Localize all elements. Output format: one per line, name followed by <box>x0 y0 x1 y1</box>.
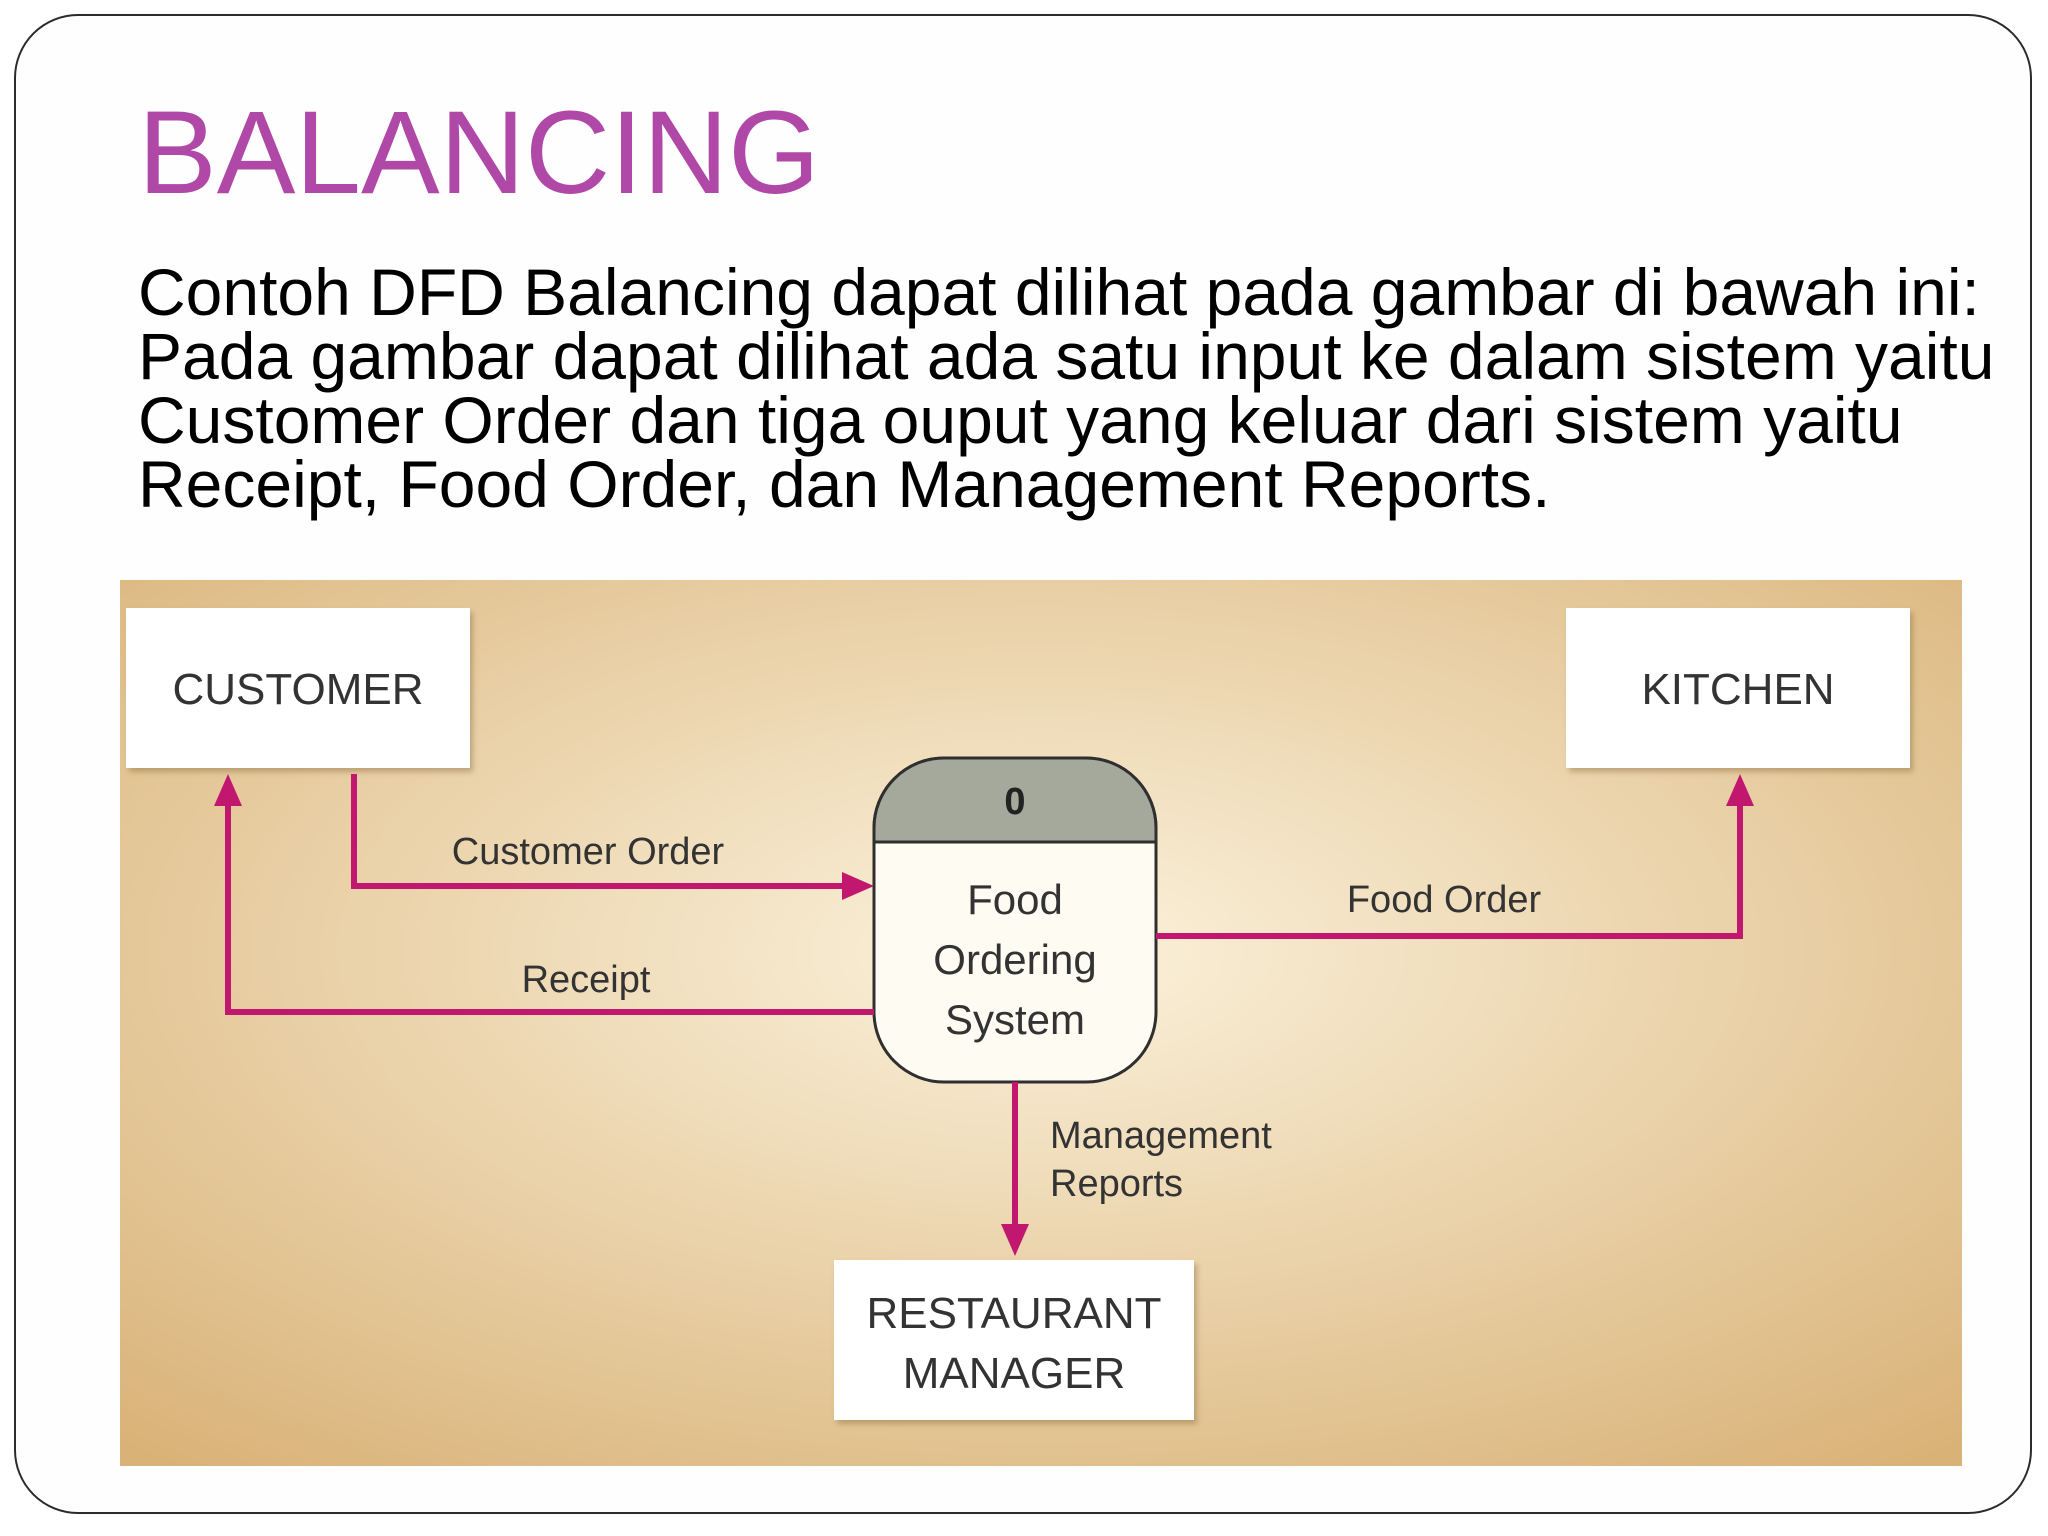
flow-customer-order: Customer Order <box>351 774 874 900</box>
flow-management-reports: Management Reports <box>1001 1082 1272 1256</box>
flow-receipt: Receipt <box>214 774 874 1015</box>
slide-title: BALANCING <box>138 87 820 219</box>
flow-customer-order-arrowhead <box>842 872 874 900</box>
entity-customer-box <box>126 608 470 768</box>
entity-restaurant-manager: RESTAURANT MANAGER <box>834 1260 1194 1420</box>
entity-manager-label-line1: RESTAURANT <box>867 1289 1162 1338</box>
process-header <box>872 756 1158 844</box>
flow-customer-order-label: Customer Order <box>452 831 725 873</box>
entity-manager-box <box>834 1260 1194 1420</box>
entity-kitchen-label: KITCHEN <box>1641 665 1834 714</box>
flow-food-order-label: Food Order <box>1347 879 1542 921</box>
flow-receipt-line <box>225 790 874 1015</box>
entity-kitchen: KITCHEN <box>1566 608 1910 768</box>
entity-customer-label: CUSTOMER <box>173 665 424 714</box>
flow-receipt-arrowhead <box>214 774 242 806</box>
process-id: 0 <box>1004 781 1025 823</box>
slide-body-text: Contoh DFD Balancing dapat dilihat pada … <box>138 255 1995 521</box>
flow-customer-order-line <box>351 774 860 889</box>
flow-receipt-label: Receipt <box>522 959 651 1001</box>
flow-food-order-line <box>1156 790 1743 939</box>
process-name-line2: Ordering <box>933 936 1096 983</box>
process-name-line1: Food <box>967 876 1063 923</box>
dfd-diagram-svg: CUSTOMER KITCHEN RESTAURANT MANAGER 0 Fo… <box>120 580 1962 1466</box>
entity-manager-label-line2: MANAGER <box>903 1349 1125 1398</box>
process-food-ordering-system: 0 Food Ordering System <box>872 756 1158 1084</box>
flow-food-order: Food Order <box>1156 774 1754 939</box>
entity-customer: CUSTOMER <box>126 608 470 768</box>
flow-management-reports-arrowhead <box>1001 1224 1029 1256</box>
dfd-diagram: CUSTOMER KITCHEN RESTAURANT MANAGER 0 Fo… <box>120 580 1962 1466</box>
flow-food-order-arrowhead <box>1726 774 1754 806</box>
flow-management-reports-label-line2: Reports <box>1050 1163 1183 1205</box>
entity-kitchen-box <box>1566 608 1910 768</box>
process-name-line3: System <box>945 996 1085 1043</box>
flow-management-reports-label-line1: Management <box>1050 1115 1272 1157</box>
